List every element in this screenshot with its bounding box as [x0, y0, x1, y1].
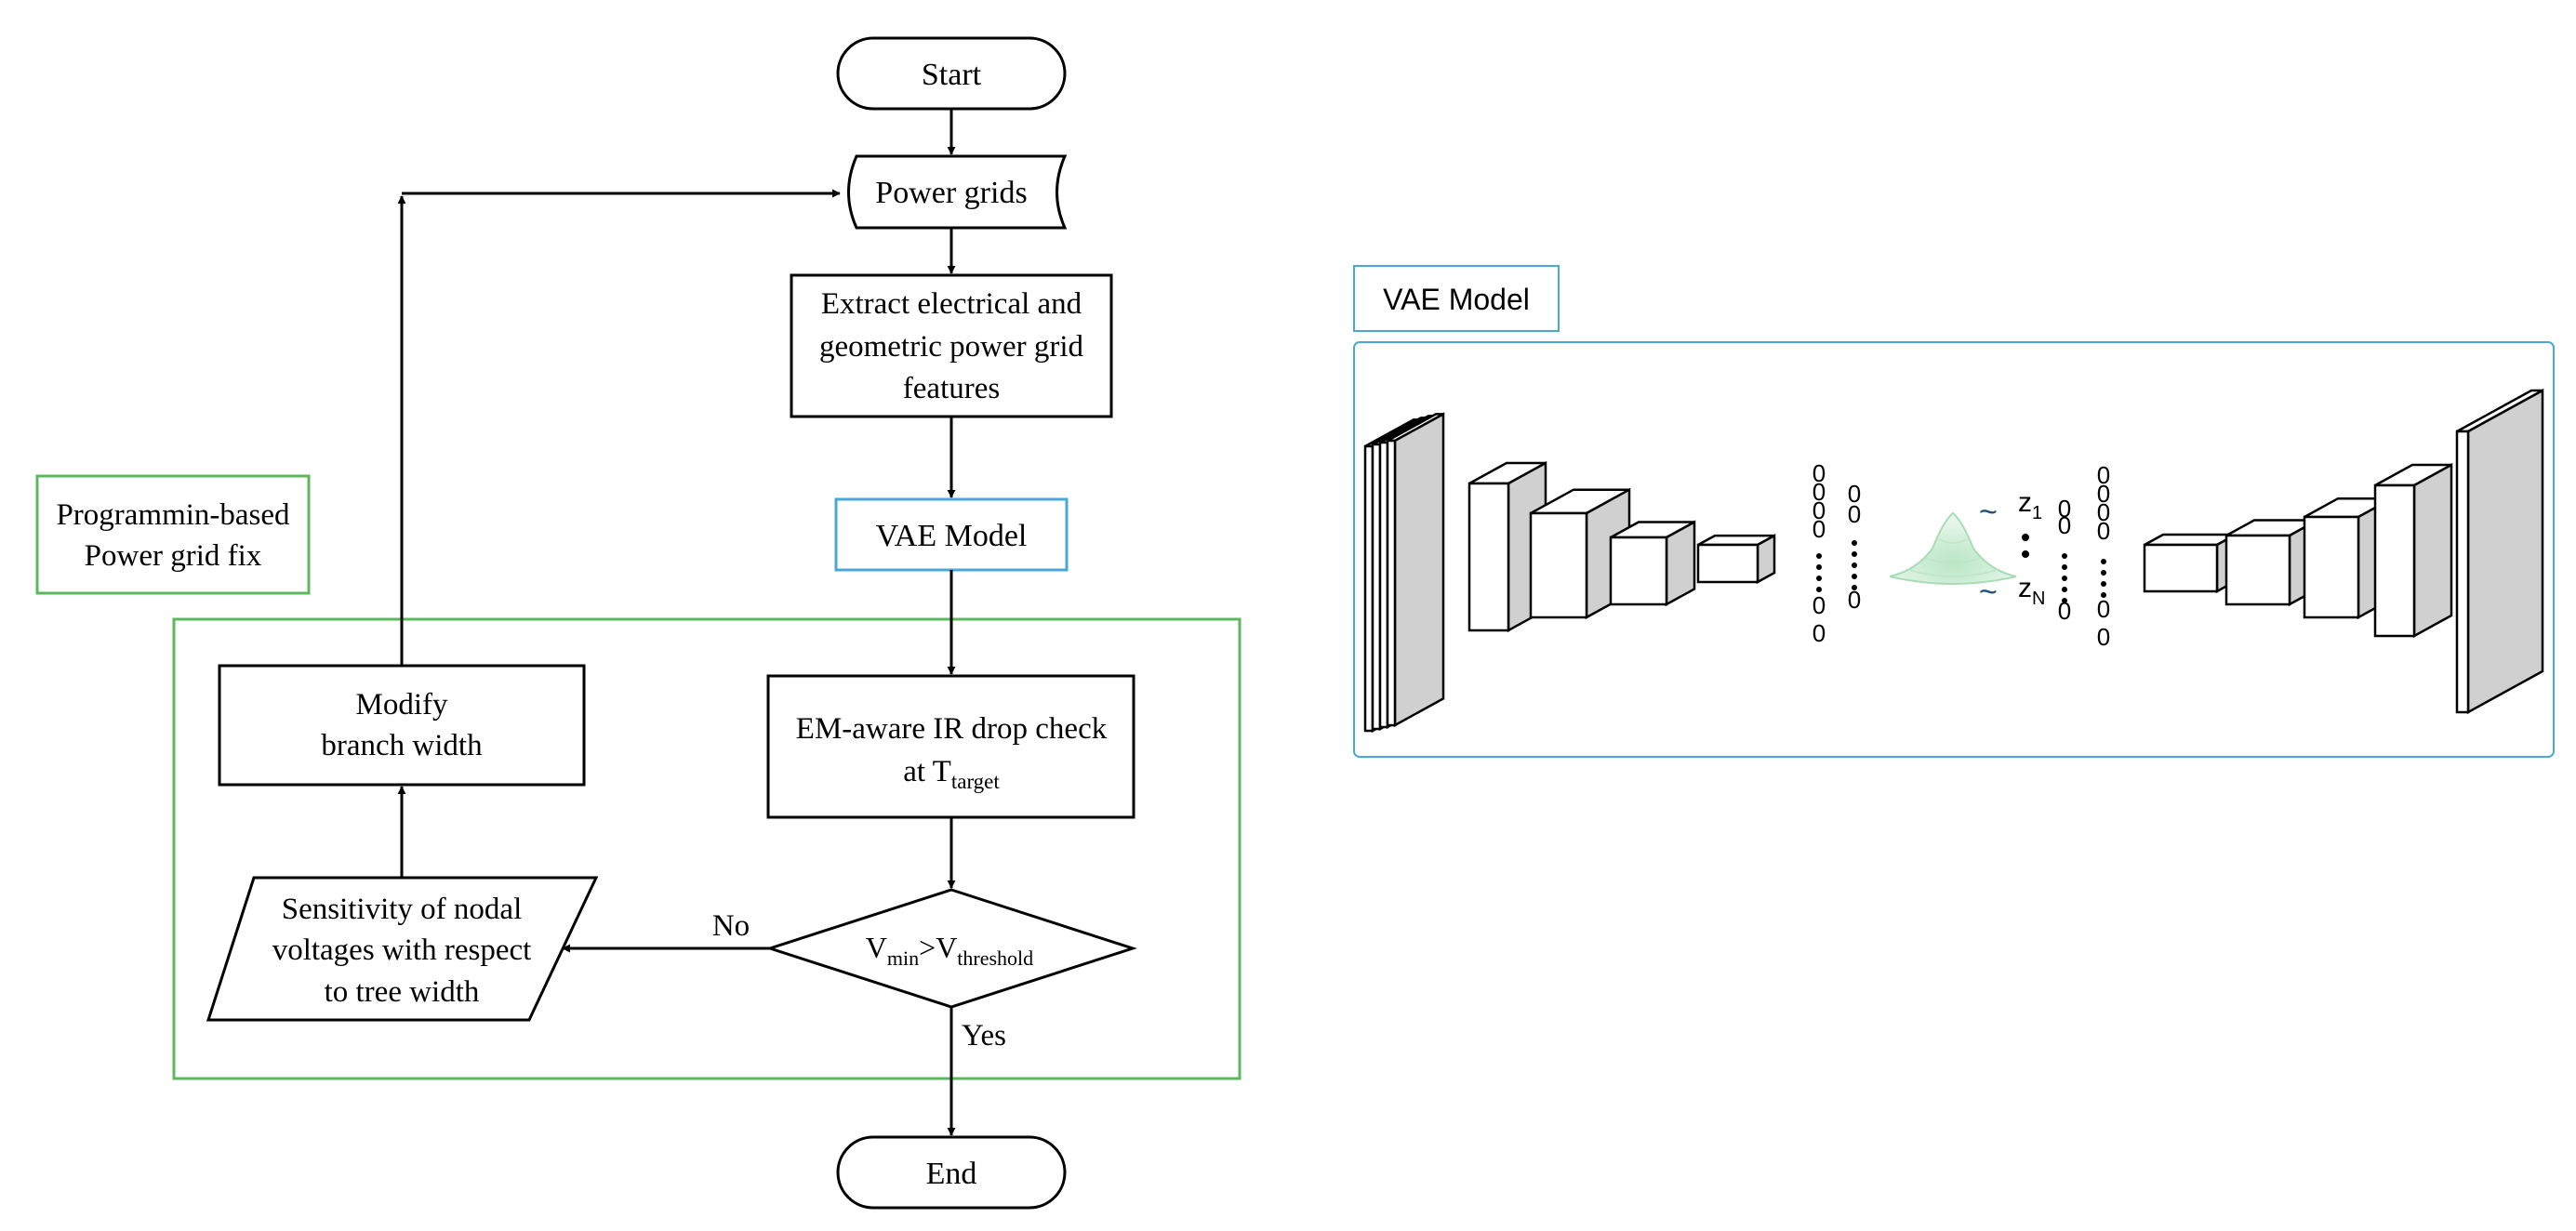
encoder-block-3 — [1609, 520, 1696, 607]
latent-zn: zN — [2018, 573, 2045, 609]
check-line2: at Ttarget — [903, 755, 1000, 793]
latent-node: 0 — [1848, 500, 1861, 528]
fix-group-box — [172, 617, 1242, 1080]
modify-line2: branch width — [321, 729, 483, 762]
vae-model-label: VAE Model — [876, 519, 1028, 553]
ellipsis-dot — [1852, 563, 1857, 568]
ellipsis-dot — [1816, 564, 1822, 570]
latent-node: 0 — [1848, 586, 1861, 614]
ir-drop-check-box — [766, 674, 1135, 819]
latent-node: 0 — [1812, 515, 1826, 543]
latent-node: 0 — [2058, 495, 2071, 523]
latent-node: 0 — [2097, 517, 2110, 545]
latent-node: 0 — [1812, 496, 1826, 524]
latent-node: 0 — [1848, 480, 1861, 508]
vae-panel-title: VAE Model — [1383, 283, 1530, 316]
extract-features-box — [790, 273, 1113, 418]
latent-node: 0 — [2097, 623, 2110, 651]
vae-panel-title-box — [1353, 265, 1560, 332]
fix-group-label-box — [35, 474, 311, 595]
modify-line1: Modify — [356, 688, 449, 721]
gaussian-distribution — [1889, 511, 2017, 585]
encoder-block-4 — [1696, 533, 1776, 585]
ellipsis-dot — [2062, 553, 2067, 559]
start-label: Start — [922, 58, 982, 92]
ellipsis-dot — [2062, 564, 2067, 570]
ellipsis-dot — [1816, 553, 1822, 559]
fix-group-label-line2: Power grid fix — [85, 539, 262, 573]
latent-column-2: 000 — [1848, 480, 1861, 614]
no-label: No — [712, 909, 750, 943]
modify-branch-box — [218, 664, 586, 787]
ellipsis-dot — [2062, 598, 2067, 603]
latent-dot-2 — [2022, 550, 2029, 558]
latent-node: 0 — [1812, 591, 1826, 619]
encoder-blocks — [1363, 412, 1776, 734]
ellipsis-dot — [2101, 559, 2106, 564]
tilde-bottom: ~ — [1979, 575, 1998, 610]
latent-dot-1 — [2022, 534, 2029, 541]
latent-z1: z1 — [2018, 487, 2042, 523]
extract-line2: geometric power grid — [819, 330, 1084, 364]
ellipsis-dot — [1852, 585, 1857, 590]
extract-line3: features — [903, 372, 1000, 405]
fix-group-label-line1: Programmin-based — [56, 498, 290, 532]
latent-node: 0 — [2058, 511, 2071, 539]
sensitivity-line1: Sensitivity of nodal — [282, 893, 523, 926]
decoder-output-slab — [2455, 388, 2544, 715]
end-label: End — [926, 1157, 977, 1191]
latent-node: 0 — [1812, 619, 1826, 647]
ellipsis-dot — [1852, 551, 1857, 557]
latent-node: 0 — [1812, 478, 1826, 506]
sensitivity-node — [206, 876, 599, 1022]
decoder-blocks — [2143, 388, 2544, 715]
end-terminal — [836, 1135, 1067, 1210]
ellipsis-dot — [2062, 587, 2067, 592]
sensitivity-line2: voltages with respect — [272, 933, 532, 967]
sensitivity-line3: to tree width — [325, 975, 480, 1009]
ellipsis-dot — [1852, 540, 1857, 546]
ellipsis-dot — [1852, 574, 1857, 579]
latent-node: 0 — [2097, 595, 2110, 623]
extract-line1: Extract electrical and — [821, 287, 1082, 321]
check-line1: EM-aware IR drop check — [796, 712, 1108, 746]
tilde-top: ~ — [1979, 495, 1998, 530]
power-grids-label: Power grids — [875, 176, 1027, 210]
ellipsis-dot — [2101, 570, 2106, 576]
ellipsis-dot — [1816, 576, 1822, 581]
decision-label: Vmin>Vthreshold — [866, 931, 1033, 970]
vae-model-box — [834, 497, 1069, 572]
latent-node: 0 — [2097, 461, 2110, 489]
power-grids-node — [847, 154, 1068, 230]
latent-column-3: 000 — [2058, 495, 2071, 625]
latent-node: 0 — [1812, 459, 1826, 487]
yes-label: Yes — [962, 1019, 1006, 1052]
ellipsis-dot — [2062, 576, 2067, 581]
latent-node: 0 — [2097, 480, 2110, 508]
latent-node: 0 — [2058, 597, 2071, 625]
encoder-input-slab — [1386, 412, 1445, 728]
latent-node: 0 — [2097, 498, 2110, 526]
ellipsis-dot — [1816, 587, 1822, 592]
decoder-block-4 — [2373, 462, 2453, 639]
ellipsis-dot — [2101, 592, 2106, 598]
ellipsis-dot — [2101, 581, 2106, 587]
decoder-block-1 — [2143, 532, 2237, 594]
